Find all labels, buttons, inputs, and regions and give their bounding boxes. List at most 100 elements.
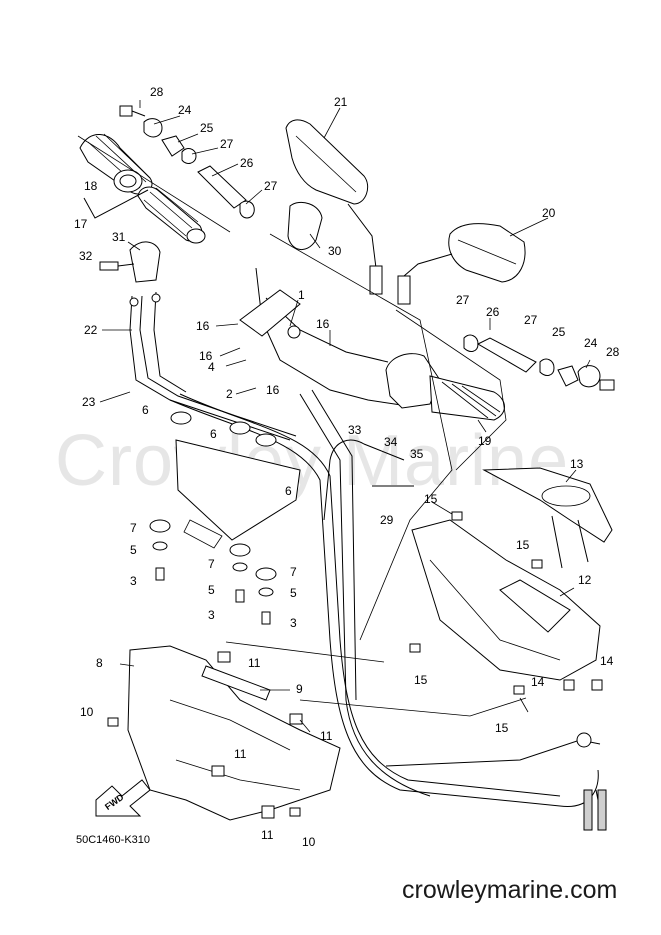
collar-27b-left <box>239 200 255 219</box>
trim-strip-9 <box>201 665 271 701</box>
callout-21: 21 <box>334 95 348 109</box>
callout-28: 28 <box>606 345 620 359</box>
callout-30: 30 <box>328 244 342 258</box>
callout-5: 5 <box>208 583 215 597</box>
callout-11: 11 <box>234 747 247 761</box>
weight-24-left <box>143 118 163 138</box>
clips-14 <box>563 679 603 691</box>
callout-10: 10 <box>302 835 316 849</box>
callout-33: 33 <box>348 423 362 437</box>
callout-7: 7 <box>290 565 297 579</box>
callout-32: 32 <box>79 249 93 263</box>
callout-27: 27 <box>264 179 278 193</box>
callout-35: 35 <box>410 447 424 461</box>
callout-29: 29 <box>380 513 394 527</box>
callout-19: 19 <box>478 434 492 448</box>
callout-25: 25 <box>200 121 214 135</box>
collar-27b-right <box>539 358 555 376</box>
callout-24: 24 <box>178 103 192 117</box>
dampers <box>149 411 277 597</box>
callout-3: 3 <box>130 574 137 588</box>
meter-cover-stays <box>551 515 589 569</box>
callout-15: 15 <box>414 673 428 687</box>
part-code: 50C1460-K310 <box>76 834 151 846</box>
cable-33 <box>323 439 405 521</box>
callout-4: 4 <box>208 360 215 374</box>
callout-11: 11 <box>248 656 261 670</box>
bracket-17 <box>83 189 149 219</box>
callout-2: 2 <box>226 387 233 401</box>
clip-25-right <box>557 365 579 387</box>
callout-13: 13 <box>570 457 584 471</box>
switch-30 <box>287 202 323 250</box>
callout-3: 3 <box>290 616 297 630</box>
leader-lines <box>99 100 591 733</box>
lever-holder-31 <box>99 241 161 283</box>
callout-25: 25 <box>552 325 566 339</box>
clip-25-left <box>161 135 185 157</box>
weight-rod-26-right <box>476 337 537 373</box>
callout-16: 16 <box>199 349 213 363</box>
callout-11: 11 <box>320 729 333 743</box>
callout-5: 5 <box>130 543 137 557</box>
callout-23: 23 <box>82 395 96 409</box>
bolt-28-right <box>599 379 615 391</box>
callout-20: 20 <box>542 206 556 220</box>
callout-24: 24 <box>584 336 598 350</box>
callout-7: 7 <box>208 557 215 571</box>
bolt-28-left <box>119 105 146 117</box>
callout-16: 16 <box>266 383 280 397</box>
callout-31: 31 <box>112 230 126 244</box>
callout-5: 5 <box>290 586 297 600</box>
callout-11: 11 <box>261 828 274 842</box>
callout-27: 27 <box>456 293 470 307</box>
mirror-21 <box>285 119 383 295</box>
screws <box>107 511 543 817</box>
callout-16: 16 <box>196 319 210 333</box>
left-grip-18 <box>79 133 153 195</box>
weight-rod-26-left <box>197 165 247 209</box>
callout-15: 15 <box>424 492 438 506</box>
bolts-3 <box>155 567 271 625</box>
callout-27: 27 <box>524 313 538 327</box>
throttle-grip <box>137 186 206 244</box>
callout-26: 26 <box>486 305 500 319</box>
callout-1: 1 <box>298 288 305 302</box>
collar-27-left <box>181 148 197 164</box>
callout-3: 3 <box>208 608 215 622</box>
meter-cover-13 <box>482 467 613 543</box>
callout-34: 34 <box>384 435 398 449</box>
callout-9: 9 <box>296 682 303 696</box>
callout-27: 27 <box>220 137 234 151</box>
headlight-body-12 <box>411 519 601 681</box>
callout-14: 14 <box>600 654 614 668</box>
right-switch-assembly <box>385 353 505 421</box>
callout-15: 15 <box>516 538 530 552</box>
fwd-arrow <box>95 779 151 817</box>
callout-15: 15 <box>495 721 509 735</box>
collar-27-right <box>463 334 479 352</box>
callout-8: 8 <box>96 656 103 670</box>
throttle-cables <box>169 389 607 831</box>
group-outlines <box>77 135 527 717</box>
callout-18: 18 <box>84 179 98 193</box>
callout-7: 7 <box>130 521 137 535</box>
callout-26: 26 <box>240 156 254 170</box>
site-name: crowleymarine.com <box>402 876 618 904</box>
callout-6: 6 <box>142 403 149 417</box>
callout-6: 6 <box>285 484 292 498</box>
callout-22: 22 <box>84 323 98 337</box>
callout-28: 28 <box>150 85 164 99</box>
mirror-20 <box>397 223 526 305</box>
callout-10: 10 <box>80 705 94 719</box>
handlebar-holder-bracket <box>175 439 301 549</box>
callout-12: 12 <box>578 573 592 587</box>
handlebar-1 <box>239 267 409 407</box>
callout-14: 14 <box>531 675 545 689</box>
callout-16: 16 <box>316 317 330 331</box>
weight-24-right <box>577 365 601 388</box>
clips-11 <box>211 651 303 819</box>
callout-6: 6 <box>210 427 217 441</box>
callout-17: 17 <box>74 217 88 231</box>
